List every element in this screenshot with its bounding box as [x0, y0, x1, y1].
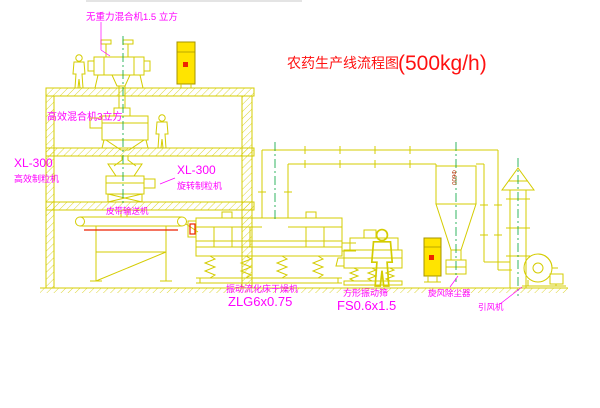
label-gravity-mixer: 无重力混合机1.5 立方 — [86, 11, 178, 23]
building-structure — [40, 87, 568, 293]
label-fan: 引风机 — [478, 302, 504, 312]
label-rotary-granulator-name: 旋转制粒机 — [177, 180, 222, 191]
centerlines — [122, 36, 519, 296]
label-granulator-name: 高效制粒机 — [14, 173, 59, 184]
label-leaders — [100, 22, 523, 305]
page-title: 农药生产线流程图 — [287, 55, 399, 71]
fluid-bed-dryer — [187, 211, 356, 284]
control-panel-roof — [176, 41, 196, 88]
worker-roof — [72, 54, 86, 89]
belt-conveyor — [75, 216, 199, 282]
label-high-efficiency-mixer: 高效混合机3立方 — [47, 110, 123, 123]
exhaust-duct — [258, 146, 512, 271]
label-belt-conveyor: 皮带输送机 — [106, 206, 149, 216]
rotary-granulator — [103, 163, 156, 217]
label-rotary-granulator-model: XL-300 — [177, 163, 216, 177]
panel-indicator-light — [183, 62, 188, 67]
label-sieve-model: FS0.6x1.5 — [337, 298, 396, 313]
gravity-free-mixer — [87, 39, 151, 108]
vibrating-sieve — [335, 229, 403, 286]
dryer-feed-inlet-accent — [189, 223, 196, 235]
label-cyclone: 旋风除尘器 — [428, 288, 471, 298]
label-sieve-name: 方形振动筛 — [343, 287, 388, 298]
page-title-capacity: (500kg/h) — [398, 52, 487, 75]
worker-second-floor — [155, 114, 169, 149]
high-efficiency-mixer — [89, 107, 149, 167]
panel-indicator-light — [429, 255, 434, 260]
control-panel-ground — [423, 237, 442, 283]
label-dryer-model: ZLG6x0.75 — [228, 294, 292, 309]
label-dryer-name: 振动流化床干燥机 — [226, 283, 298, 294]
induced-draft-fan — [522, 253, 566, 287]
label-duct-diameter: Φ600 — [450, 170, 456, 185]
label-granulator-model: XL-300 — [14, 156, 53, 170]
